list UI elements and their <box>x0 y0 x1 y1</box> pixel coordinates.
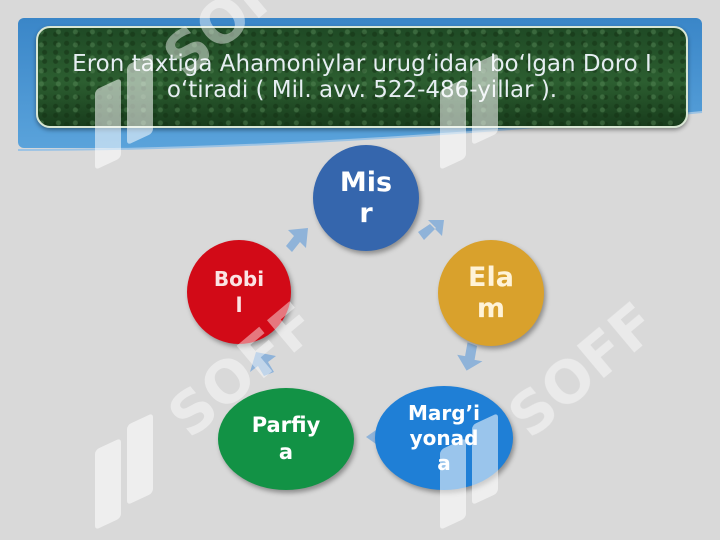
arrow-parfiya-to-bobil <box>250 352 276 376</box>
node-parfiya: Parfiy a <box>218 388 354 490</box>
node-elam: Ela m <box>438 240 544 346</box>
arrow-misr-to-elam <box>418 220 444 240</box>
node-bobil: Bobi l <box>187 240 291 344</box>
node-margiyona: Marg’i yonad a <box>375 386 513 490</box>
arrow-margiyona-to-parfiya <box>366 430 376 444</box>
arrow-bobil-to-misr <box>286 228 308 252</box>
arrow-elam-to-margiyona <box>457 342 483 371</box>
node-misr: Mis r <box>313 145 419 251</box>
